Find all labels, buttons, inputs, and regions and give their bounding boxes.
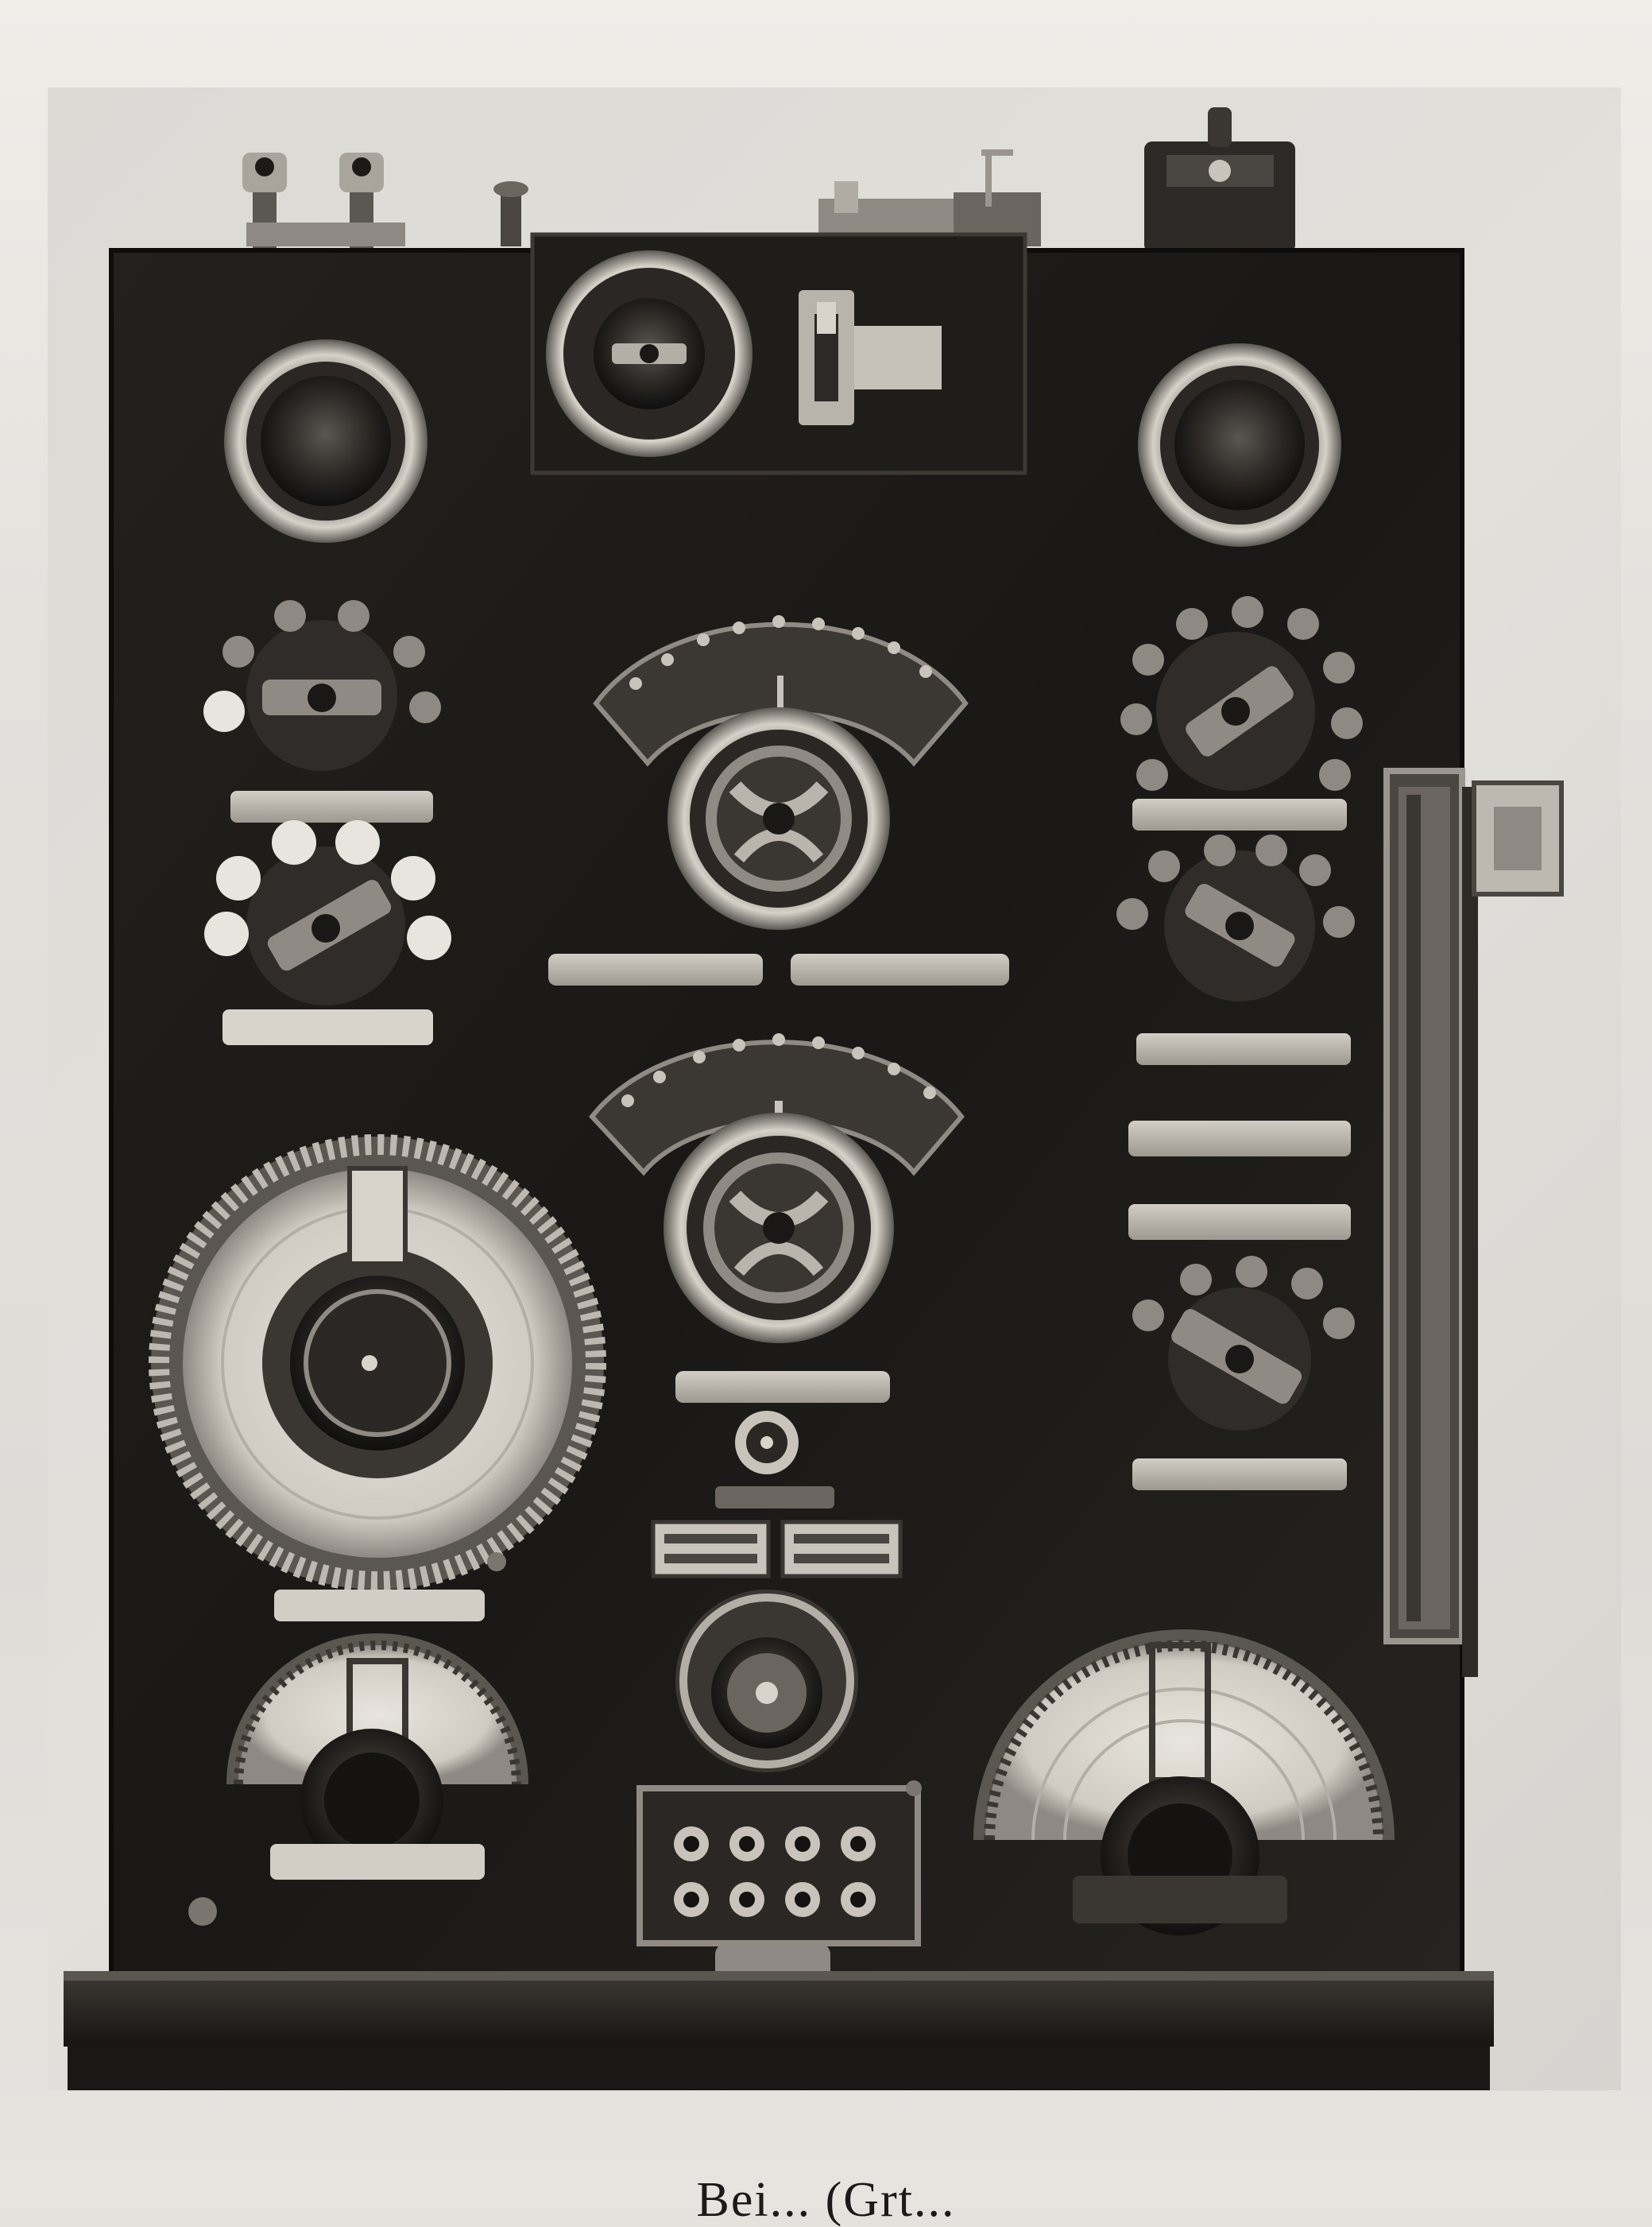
jack-plates xyxy=(651,1520,903,1578)
label-plate-left-1 xyxy=(230,791,433,823)
label-plate-right-4 xyxy=(1128,1204,1351,1240)
large-left-tuning-dial[interactable] xyxy=(149,1134,606,1592)
bottom-left-semicircle-dial[interactable] xyxy=(226,1633,528,1872)
label-plate-large-left xyxy=(274,1590,485,1621)
label-plate-bottom-right xyxy=(1073,1876,1287,1923)
photo-caption: Bei... (Grt... xyxy=(696,2173,956,2227)
right-vertical-housing xyxy=(1383,768,1564,1677)
small-label-plate xyxy=(715,1486,834,1509)
top-terminals xyxy=(242,107,1295,253)
right-stud-switch-2[interactable] xyxy=(1116,835,1355,1001)
right-stud-switch-1[interactable] xyxy=(1120,596,1363,791)
label-plate-right-5 xyxy=(1132,1458,1347,1490)
left-stud-switch-1[interactable] xyxy=(203,600,441,771)
label-plate-right-2 xyxy=(1136,1033,1351,1065)
bottom-center-knob[interactable] xyxy=(675,1590,858,1772)
small-indicator-knob[interactable] xyxy=(735,1411,799,1474)
label-plate-center-2 xyxy=(675,1371,890,1403)
top-left-knob[interactable] xyxy=(224,339,428,543)
center-upper-tuning-dial[interactable] xyxy=(593,615,969,930)
label-plate-left-2 xyxy=(222,1009,433,1045)
label-plate-right-1 xyxy=(1132,799,1347,831)
top-selector-switch[interactable] xyxy=(546,250,752,457)
label-plate-bottom-left xyxy=(270,1844,485,1880)
label-plate-center-1b xyxy=(791,954,1009,986)
top-right-knob[interactable] xyxy=(1138,343,1341,547)
toggle-switch-plate[interactable] xyxy=(799,290,942,425)
panel-screws xyxy=(188,1552,922,1926)
wooden-base xyxy=(64,1971,1494,2090)
label-plate-center-1a xyxy=(548,954,763,986)
right-stud-switch-3[interactable] xyxy=(1132,1256,1355,1431)
left-stud-switch-2[interactable] xyxy=(204,820,451,1005)
label-plate-right-3 xyxy=(1128,1121,1351,1156)
jack-block[interactable] xyxy=(636,1785,921,1946)
center-lower-tuning-dial[interactable] xyxy=(589,1033,965,1343)
